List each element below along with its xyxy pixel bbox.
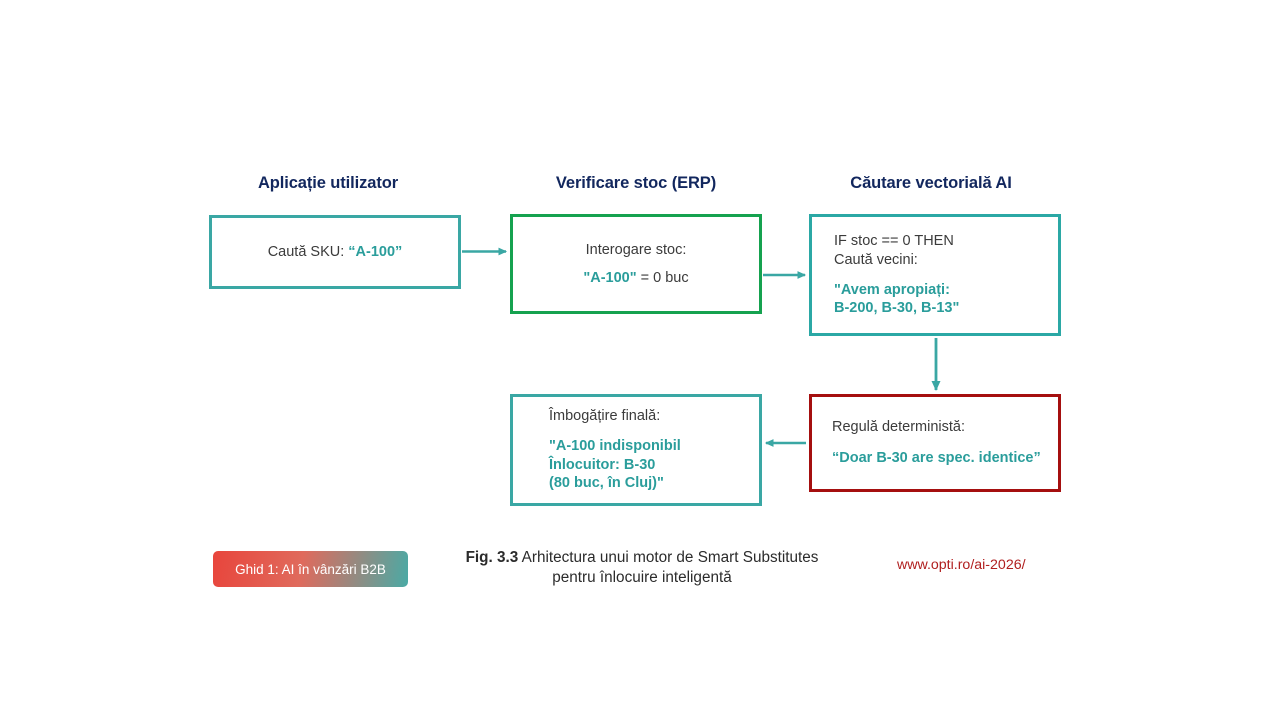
node-vector-accent2: B-200, B-30, B-13" <box>834 300 960 317</box>
node-vector-accent1: "Avem apropiați: <box>834 281 950 298</box>
node-user-app-sku: “A-100” <box>348 243 403 260</box>
node-vector-result: "Avem apropiați: B-200, B-30, B-13" <box>834 281 1058 318</box>
node-erp-sku: "A-100" <box>583 269 637 286</box>
node-final-enrichment[interactable]: Îmbogățire finală: "A-100 indisponibil Î… <box>510 394 762 506</box>
node-vector-search[interactable]: IF stoc == 0 THEN Caută vecini: "Avem ap… <box>809 214 1061 336</box>
node-erp-check[interactable]: Interogare stoc: "A-100" = 0 buc <box>510 214 762 314</box>
node-erp-qty: = 0 buc <box>636 269 689 286</box>
node-rule-accent1: “Doar B-30 are spec. identice” <box>832 450 1041 466</box>
node-user-app[interactable]: Caută SKU: “A-100” <box>209 215 461 289</box>
figure-caption: Fig. 3.3 Arhitectura unui motor de Smart… <box>417 548 867 588</box>
figure-caption-line1: Arhitectura unui motor de Smart Substitu… <box>518 549 819 566</box>
node-erp-line2: "A-100" = 0 buc <box>583 269 688 288</box>
figure-caption-line2: pentru înlocuire inteligentă <box>552 569 732 587</box>
node-vector-condition: IF stoc == 0 THEN Caută vecini: <box>834 232 1058 269</box>
guide-badge[interactable]: Ghid 1: AI în vânzări B2B <box>213 551 408 587</box>
node-vector-line2: Caută vecini: <box>834 251 918 268</box>
node-deterministic-rule[interactable]: Regulă deterministă: “Doar B-30 are spec… <box>809 394 1061 492</box>
node-final-result: "A-100 indisponibil Înlocuitor: B-30 (80… <box>549 437 759 493</box>
node-final-accent3: (80 buc, în Cluj)" <box>549 475 664 492</box>
node-final-accent2: Înlocuitor: B-30 <box>549 456 656 473</box>
site-url[interactable]: www.opti.ro/ai-2026/ <box>897 557 1026 573</box>
column-header-erp-check: Verificare stoc (ERP) <box>555 174 717 192</box>
node-user-app-text: Caută SKU: “A-100” <box>268 243 403 262</box>
node-user-app-prefix: Caută SKU: <box>267 243 349 260</box>
node-final-accent1: "A-100 indisponibil <box>549 437 681 454</box>
node-erp-line1: Interogare stoc: <box>585 241 687 258</box>
column-header-user-app: Aplicație utilizator <box>257 174 399 192</box>
column-header-vector-search: Căutare vectorială AI <box>850 174 1012 192</box>
node-vector-line1: IF stoc == 0 THEN <box>834 233 954 250</box>
figure-number: Fig. 3.3 <box>465 549 519 566</box>
node-final-line1: Îmbogățire finală: <box>549 408 661 425</box>
node-rule-line1: Regulă deterministă: <box>832 419 965 436</box>
